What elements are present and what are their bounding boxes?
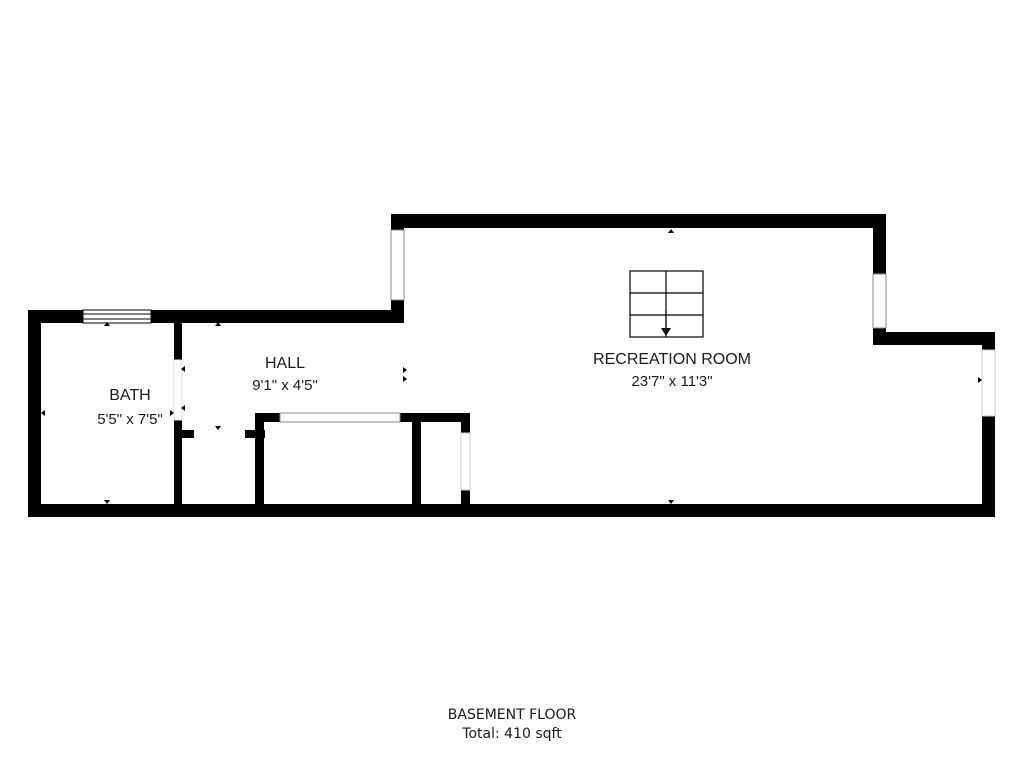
rec-window-left [390,229,405,301]
bath-name: BATH [109,387,150,404]
middle-door-opening [460,432,471,491]
floor-name: BASEMENT FLOOR [447,707,577,723]
dimension-markers [41,229,982,504]
closet-opening [279,412,401,423]
rec-window-right [872,273,887,329]
hall-name: HALL [265,355,305,372]
recreation-name: RECREATION ROOM [593,351,751,368]
openings [82,229,996,491]
floor-total: Total: 410 sqft [462,726,562,742]
exterior-walls [28,214,995,517]
bath-window [82,309,152,324]
stairs [629,270,704,338]
rec-opening-right [981,349,996,417]
interior-walls [174,320,470,510]
recreation-dims: 23'7" x 11'3" [631,373,712,390]
bath-dims: 5'5" x 7'5" [97,411,163,428]
hall-dims: 9'1" x 4'5" [252,377,318,394]
stairs-arrow-icon [661,328,671,336]
bath-door-opening [173,359,183,421]
